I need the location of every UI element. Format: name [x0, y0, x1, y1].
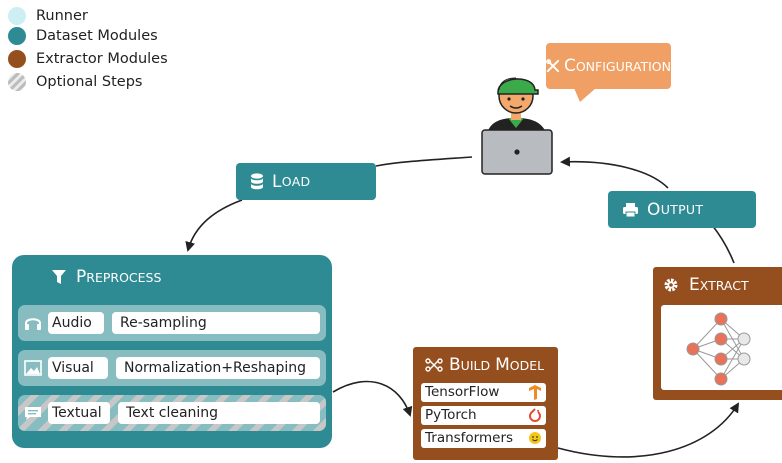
- arrow-build-to-extract: [557, 402, 740, 458]
- build-label: UILD: [460, 357, 491, 373]
- printer-icon: [623, 202, 638, 217]
- preprocess-label: REPROCESS: [86, 269, 162, 285]
- arrow-extract-to-output: [711, 224, 735, 264]
- build-label-initial: B: [449, 355, 461, 375]
- legend-item-dataset: Dataset Modules: [8, 26, 158, 46]
- legend-swatch-optional: [8, 73, 26, 91]
- model-label-initial: M: [495, 355, 510, 375]
- framework-label: TensorFlow: [425, 384, 500, 400]
- output-label: UTPUT: [660, 202, 704, 217]
- framework-tensorflow[interactable]: TensorFlow: [421, 383, 546, 402]
- tools-icon: [546, 59, 560, 73]
- arrow-load-to-preprocess: [185, 199, 243, 252]
- tensorflow-icon: [529, 385, 541, 400]
- framework-label: Transformers: [425, 430, 514, 446]
- legend-label: Dataset Modules: [36, 28, 158, 44]
- chat-icon: [25, 407, 41, 420]
- modality-tag: Textual: [48, 402, 110, 424]
- step-label: Text cleaning: [118, 402, 320, 424]
- step-label: Re-sampling: [112, 312, 320, 334]
- legend-item-extractor: Extractor Modules: [8, 49, 168, 69]
- headphones-icon: [25, 318, 41, 330]
- framework-transformers[interactable]: Transformers: [421, 429, 546, 448]
- runner-person-icon: [481, 77, 553, 175]
- database-icon: [251, 173, 263, 190]
- preprocess-row-visual: Visual Normalization+Reshaping: [18, 350, 326, 386]
- arrow-preprocess-to-build: [332, 380, 413, 417]
- arrow-runner-to-load: [375, 156, 473, 167]
- legend-swatch-runner: [8, 7, 26, 25]
- extract-label: XTRACT: [699, 277, 749, 293]
- legend-label: Runner: [36, 8, 88, 24]
- load-label: OAD: [281, 174, 311, 189]
- configuration-label: ONFIGURATION: [575, 58, 671, 74]
- image-icon: [24, 360, 42, 376]
- configuration-label-initial: C: [563, 56, 576, 76]
- filter-icon: [52, 269, 66, 284]
- modality-tag: Visual: [48, 357, 108, 379]
- legend-swatch-dataset: [8, 27, 26, 45]
- legend-item-runner: Runner: [8, 6, 88, 26]
- network-icon: [425, 358, 443, 372]
- legend-swatch-extractor: [8, 50, 26, 68]
- framework-pytorch[interactable]: PyTorch: [421, 406, 546, 425]
- legend-label: Extractor Modules: [36, 51, 168, 67]
- arrow-output-to-runner: [560, 156, 669, 189]
- modality-tag: Audio: [48, 312, 104, 334]
- neural-network-icon: [686, 312, 751, 386]
- preprocess-row-audio: Audio Re-sampling: [18, 305, 326, 341]
- legend-label: Optional Steps: [36, 74, 143, 90]
- pytorch-icon: [529, 408, 541, 422]
- extract-label-initial: E: [689, 275, 700, 295]
- legend-item-optional: Optional Steps: [8, 72, 142, 92]
- gear-icon: [664, 278, 678, 292]
- neural-network-figure: [661, 305, 782, 390]
- huggingface-icon: [529, 432, 541, 444]
- load-label-initial: L: [272, 171, 282, 192]
- preprocess-label-initial: P: [76, 267, 87, 287]
- framework-label: PyTorch: [425, 407, 477, 423]
- model-label: ODEL: [509, 357, 545, 373]
- preprocess-row-textual: Textual Text cleaning: [18, 395, 326, 431]
- step-label: Normalization+Reshaping: [116, 357, 320, 379]
- output-label-initial: O: [647, 199, 661, 220]
- bubble-tail: [574, 88, 596, 102]
